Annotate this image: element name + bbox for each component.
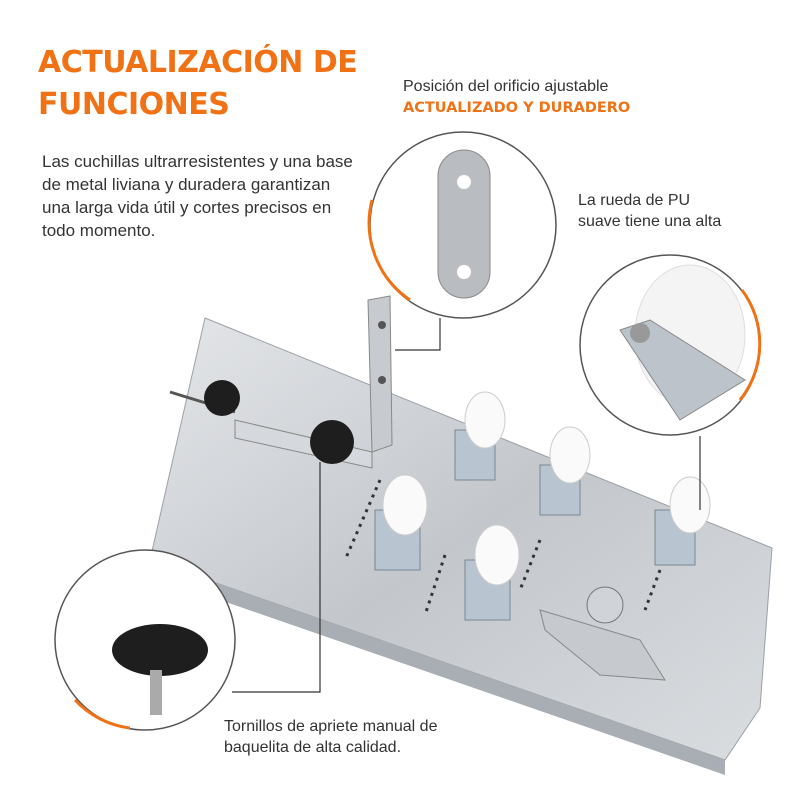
cutter-head (539, 586, 666, 681)
knob-icon (204, 380, 354, 464)
description-text: Las cuchillas ultrarresistentes y una ba… (42, 152, 353, 240)
callout-knob-line1: Tornillos de apriete manual de (224, 718, 438, 735)
detail-circle-wheel (579, 254, 762, 436)
detail-circle-knob (54, 549, 236, 731)
callout-hole-line1: Posición del orificio ajustable (403, 78, 609, 95)
detail-circle-hole (367, 131, 557, 319)
callout-wheel-line1: La rueda de PU (578, 192, 691, 209)
callout-wheel-line2: suave tiene una alta (578, 213, 722, 230)
callout-hole: Posición del orificio ajustable ACTUALIZ… (403, 76, 630, 119)
caster-wheels (374, 391, 711, 621)
page-title: ACTUALIZACIÓN DE FUNCIONES (38, 42, 358, 126)
callout-wheel: La rueda de PU suave tiene una alta (578, 190, 721, 232)
callout-hole-line2: ACTUALIZADO Y DURADERO (403, 100, 631, 116)
title-line-2: FUNCIONES (38, 87, 230, 122)
callout-knob: Tornillos de apriete manual de baquelita… (224, 716, 437, 758)
callout-lines (232, 318, 701, 693)
title-line-1: ACTUALIZACIÓN DE (38, 45, 358, 80)
callout-knob-line2: baquelita de alta calidad. (224, 739, 402, 756)
